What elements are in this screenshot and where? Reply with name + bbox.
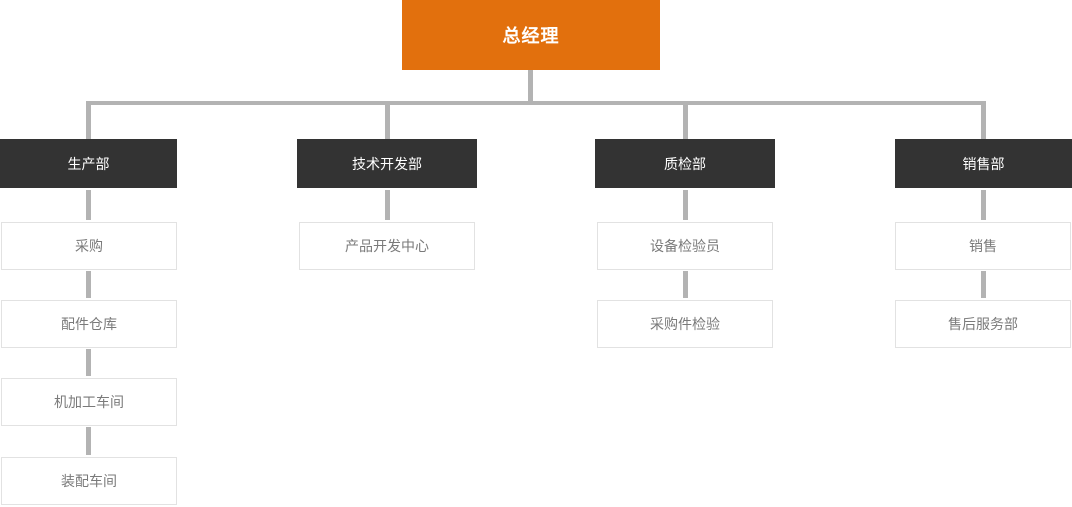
connector-rail <box>86 101 983 105</box>
connector-production-child3 <box>86 349 91 376</box>
org-node-assembly-workshop: 装配车间 <box>1 457 177 505</box>
org-node-purchased-parts-inspection: 采购件检验 <box>597 300 773 348</box>
connector-sales-child1 <box>981 190 986 220</box>
connector-drop-tech <box>385 101 390 139</box>
org-node-after-sales-service: 售后服务部 <box>895 300 1071 348</box>
connector-tech-child1 <box>385 190 390 220</box>
root-node-general-manager: 总经理 <box>402 0 660 70</box>
org-node-sales: 销售 <box>895 222 1071 270</box>
connector-qa-child2 <box>683 271 688 298</box>
connector-drop-production <box>86 101 91 139</box>
connector-production-child4 <box>86 427 91 455</box>
dept-node-quality-inspection: 质检部 <box>595 139 775 188</box>
dept-node-tech-development: 技术开发部 <box>297 139 477 188</box>
org-node-parts-warehouse: 配件仓库 <box>1 300 177 348</box>
connector-production-child2 <box>86 271 91 298</box>
dept-node-production: 生产部 <box>0 139 177 188</box>
org-node-product-dev-center: 产品开发中心 <box>299 222 475 270</box>
org-node-procurement: 采购 <box>1 222 177 270</box>
connector-drop-qa <box>683 101 688 139</box>
connector-root-stem <box>528 70 533 101</box>
org-node-equipment-inspector: 设备检验员 <box>597 222 773 270</box>
connector-drop-sales <box>981 101 986 139</box>
connector-sales-child2 <box>981 271 986 298</box>
dept-node-sales: 销售部 <box>895 139 1072 188</box>
connector-qa-child1 <box>683 190 688 220</box>
org-node-machining-workshop: 机加工车间 <box>1 378 177 426</box>
connector-production-child1 <box>86 190 91 220</box>
